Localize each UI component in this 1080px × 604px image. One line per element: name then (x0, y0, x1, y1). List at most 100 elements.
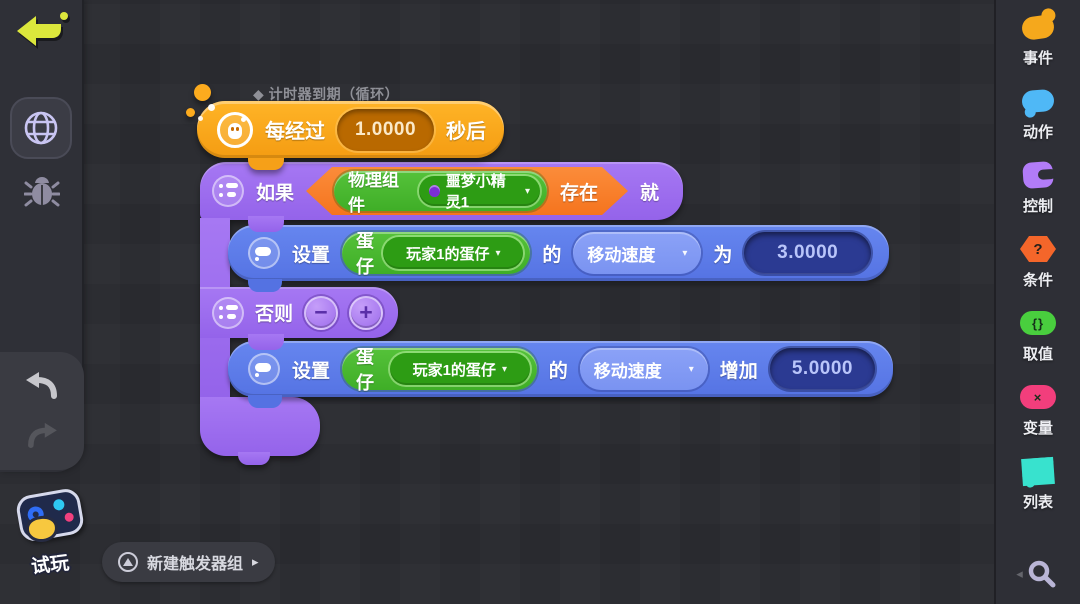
add-branch-button[interactable]: + (349, 295, 384, 330)
category-label: 事件 (1022, 50, 1053, 67)
op-label: 增加 (719, 360, 758, 382)
category-events[interactable]: 事件 (996, 12, 1080, 86)
chevron-down-icon: ▾ (682, 247, 688, 259)
category-control[interactable]: 控制 (996, 160, 1080, 234)
connector-nub (238, 452, 270, 465)
undo-redo-panel (0, 352, 84, 470)
category-label: 列表 (1022, 494, 1053, 511)
property-dropdown[interactable]: 移动速度 ▾ (579, 348, 708, 390)
category-variables[interactable]: × 变量 (996, 382, 1080, 456)
sprite-icon (429, 185, 440, 197)
of-label: 的 (542, 244, 562, 266)
condition-category-icon: ? (1020, 236, 1056, 262)
property-value: 移动速度 (587, 245, 656, 265)
event-suffix-label: 秒后 (446, 121, 486, 143)
branch-icon (212, 296, 244, 329)
category-lists[interactable]: 列表 (996, 456, 1080, 530)
search-icon (1028, 560, 1056, 588)
bubble-decoration (186, 108, 195, 117)
chevron-down-icon: ▾ (688, 363, 694, 375)
else-block-header[interactable]: 否则 − + (200, 287, 398, 338)
entity-pill[interactable]: 蛋仔 玩家1的蛋仔 ▾ (342, 231, 531, 277)
undo-button[interactable] (22, 368, 62, 402)
category-label: 条件 (1022, 272, 1053, 289)
block-comment: ◆ 计时器到期（循环） (253, 86, 400, 102)
category-label: 控制 (1022, 198, 1053, 215)
variable-category-icon: × (1020, 385, 1056, 409)
debug-button[interactable] (22, 170, 62, 210)
chevron-down-icon: ▾ (501, 363, 507, 375)
entity-pill[interactable]: 蛋仔 玩家1的蛋仔 ▾ (342, 347, 537, 393)
bubble-decoration (208, 104, 215, 111)
trigger-icon (118, 552, 138, 572)
chevron-down-icon: ▾ (524, 185, 530, 197)
bubble-decoration (194, 84, 211, 101)
entity-label: 蛋仔 (356, 347, 375, 393)
chevron-down-icon: ▾ (495, 247, 501, 259)
op-label: 为 (713, 244, 733, 266)
category-label: 取值 (1022, 346, 1053, 363)
control-category-icon (1022, 160, 1054, 190)
bubble-decoration (198, 116, 203, 121)
entity-dropdown[interactable]: 玩家1的蛋仔 ▾ (389, 353, 530, 385)
remove-branch-button[interactable]: − (304, 295, 339, 330)
component-dropdown[interactable]: 噩梦小精灵1 ▾ (419, 176, 540, 206)
play-test-label: 试玩 (30, 552, 71, 579)
connector-nub (248, 334, 284, 350)
category-label: 变量 (1022, 420, 1053, 437)
bug-icon (24, 176, 60, 207)
entity-value: 玩家1的蛋仔 (406, 245, 490, 263)
set-verb-label: 设置 (292, 244, 331, 266)
entity-label: 蛋仔 (356, 231, 375, 277)
component-value: 噩梦小精灵1 (445, 173, 506, 211)
globe-icon (24, 111, 58, 145)
connector-nub (248, 155, 284, 170)
property-dropdown[interactable]: 移动速度 ▾ (573, 232, 702, 274)
value-input[interactable]: 5.0000 (769, 348, 875, 390)
search-button[interactable]: ◂ (994, 558, 1080, 590)
component-label: 物理组件 (348, 171, 400, 215)
condition-hexagon[interactable]: 物理组件 噩梦小精灵1 ▾ 存在 (306, 167, 628, 215)
value-input[interactable]: 3.0000 (744, 232, 871, 274)
entity-dropdown[interactable]: 玩家1的蛋仔 ▾ (383, 237, 524, 269)
timer-event-block[interactable]: 每经过 1.0000 秒后 (197, 101, 504, 158)
new-trigger-group-button[interactable]: 新建触发器组 ▸ (102, 542, 275, 582)
branch-icon (212, 175, 244, 207)
then-label: 就 (640, 182, 660, 204)
property-value: 移动速度 (593, 361, 662, 381)
chevron-right-icon: ▸ (252, 554, 259, 569)
add-speed-block[interactable]: 设置 蛋仔 玩家1的蛋仔 ▾ 的 移动速度 ▾ 增加 5.0000 (228, 341, 893, 408)
redo-icon (28, 422, 57, 448)
new-trigger-group-label: 新建触发器组 (147, 556, 244, 573)
of-label: 的 (548, 360, 568, 382)
redo-button[interactable] (22, 418, 62, 452)
set-verb-label: 设置 (292, 360, 331, 382)
set-speed-block[interactable]: 设置 蛋仔 玩家1的蛋仔 ▾ 的 移动速度 ▾ 为 3.0000 (228, 225, 889, 292)
event-prefix-label: 每经过 (265, 121, 325, 143)
world-settings-button[interactable] (10, 97, 72, 159)
set-action-icon (248, 353, 280, 385)
value-category-icon: {} (1020, 311, 1056, 335)
category-label: 动作 (1022, 124, 1053, 141)
if-keyword-label: 如果 (256, 182, 295, 204)
play-test-button[interactable]: 试玩 (0, 480, 100, 604)
if-block-header[interactable]: 如果 物理组件 噩梦小精灵1 ▾ 存在 就 (200, 162, 683, 220)
connector-nub (248, 216, 284, 232)
undo-icon (26, 372, 57, 399)
event-category-icon (1020, 13, 1056, 41)
right-sidebar: 事件 动作 控制 ? 条件 {} 取值 × 变量 列表 (994, 0, 1080, 604)
exists-label: 存在 (560, 182, 599, 204)
category-values[interactable]: {} 取值 (996, 308, 1080, 382)
interval-input[interactable]: 1.0000 (337, 108, 434, 151)
action-category-icon (1021, 88, 1055, 114)
entity-value: 玩家1的蛋仔 (412, 361, 496, 379)
set-action-icon (248, 237, 280, 269)
else-keyword-label: 否则 (255, 304, 294, 325)
category-conditions[interactable]: ? 条件 (996, 234, 1080, 308)
back-button[interactable] (12, 8, 70, 58)
physics-component-pill[interactable]: 物理组件 噩梦小精灵1 ▾ (334, 171, 547, 211)
category-actions[interactable]: 动作 (996, 86, 1080, 160)
